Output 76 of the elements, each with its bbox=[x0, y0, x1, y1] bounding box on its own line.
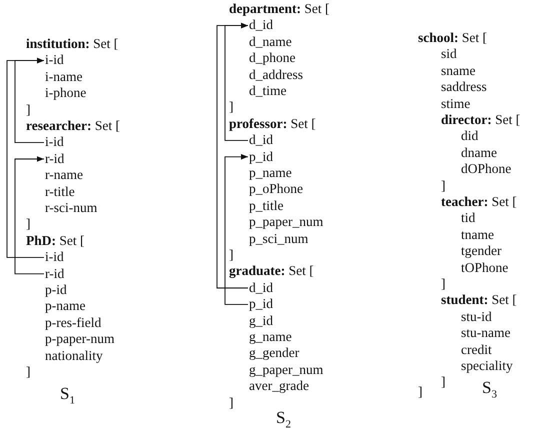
field-name: r-id bbox=[45, 150, 64, 168]
field-name: d_name bbox=[249, 34, 292, 50]
closing-bracket: ] bbox=[26, 102, 30, 118]
schema-label: S$_{3}$ bbox=[482, 380, 497, 402]
field-name: i-id bbox=[45, 134, 64, 151]
field-name: r-name bbox=[45, 167, 83, 184]
field-name: sid bbox=[441, 46, 457, 63]
field-name: i-phone bbox=[45, 85, 86, 102]
field-name: g_gender bbox=[249, 345, 300, 362]
field-name: sname bbox=[441, 62, 476, 80]
field-name: p_id bbox=[249, 148, 274, 165]
field-name: tgender bbox=[461, 243, 502, 260]
field-name: d_id bbox=[249, 280, 274, 296]
field-name: d_id bbox=[249, 132, 274, 149]
set-header: researcher: Set [ bbox=[26, 118, 120, 134]
field-name: i-id bbox=[45, 52, 64, 69]
reference-arrow bbox=[216, 22, 248, 288]
set-header: school: Set [ bbox=[418, 30, 487, 46]
field-name: tOPhone bbox=[461, 260, 508, 276]
set-header: department: Set [ bbox=[229, 1, 330, 18]
set-header: director: Set [ bbox=[441, 112, 520, 128]
reference-arrow bbox=[224, 154, 248, 305]
field-name: p_id bbox=[249, 296, 274, 313]
field-name: g_paper_num bbox=[249, 362, 324, 378]
field-name: d_time bbox=[249, 83, 286, 100]
closing-bracket: ] bbox=[441, 374, 446, 391]
field-name: p_paper_num bbox=[249, 214, 324, 231]
field-name: g_id bbox=[249, 312, 274, 329]
field-name: p_title bbox=[249, 198, 284, 214]
field-name: stu-name bbox=[461, 325, 510, 342]
field-name: stime bbox=[441, 96, 470, 112]
closing-bracket: ] bbox=[229, 394, 234, 411]
field-name: p_name bbox=[249, 165, 292, 182]
closing-bracket: ] bbox=[26, 364, 30, 380]
field-name: did bbox=[461, 128, 478, 145]
field-name: r-title bbox=[45, 184, 75, 200]
set-header: professor: Set [ bbox=[229, 116, 316, 132]
field-name: i-name bbox=[45, 68, 82, 86]
schema-label: S$_{2}$ bbox=[276, 410, 291, 432]
closing-bracket: ] bbox=[441, 276, 446, 292]
field-name: speciality bbox=[461, 358, 513, 374]
reference-arrow bbox=[6, 58, 44, 258]
field-name: p-name bbox=[45, 298, 86, 315]
set-header: institution: Set [ bbox=[26, 36, 118, 52]
field-name: aver_grade bbox=[249, 378, 309, 395]
set-header: student: Set [ bbox=[441, 292, 517, 309]
field-name: p-id bbox=[45, 282, 67, 298]
field-name: d_phone bbox=[249, 50, 296, 67]
field-name: r-id bbox=[45, 266, 64, 282]
field-name: p-res-field bbox=[45, 314, 102, 332]
field-name: tname bbox=[461, 226, 494, 244]
field-name: d_id bbox=[249, 17, 274, 34]
field-name: p_oPhone bbox=[249, 181, 303, 198]
closing-bracket: ] bbox=[441, 178, 446, 194]
field-name: i-id bbox=[45, 249, 64, 266]
field-name: stu-id bbox=[461, 308, 492, 326]
field-name: nationality bbox=[45, 348, 103, 364]
field-name: p-paper-num bbox=[45, 331, 114, 348]
field-name: saddress bbox=[441, 79, 487, 96]
set-header: teacher: Set [ bbox=[441, 194, 517, 210]
reference-arrow bbox=[14, 156, 44, 274]
schema-label: S$_{1}$ bbox=[60, 386, 75, 408]
field-name: d_address bbox=[249, 66, 303, 83]
field-name: dOPhone bbox=[461, 161, 512, 178]
set-header: graduate: Set [ bbox=[229, 263, 314, 280]
field-name: g_name bbox=[249, 329, 292, 346]
field-name: p_sci_num bbox=[249, 230, 308, 247]
closing-bracket: ] bbox=[418, 384, 422, 400]
set-header: PhD: Set [ bbox=[26, 232, 84, 250]
field-name: tid bbox=[461, 210, 476, 227]
closing-bracket: ] bbox=[229, 99, 234, 116]
field-name: dname bbox=[461, 144, 497, 162]
field-name: credit bbox=[461, 342, 492, 358]
closing-bracket: ] bbox=[26, 216, 30, 233]
field-name: r-sci-num bbox=[45, 200, 98, 216]
closing-bracket: ] bbox=[229, 247, 234, 264]
